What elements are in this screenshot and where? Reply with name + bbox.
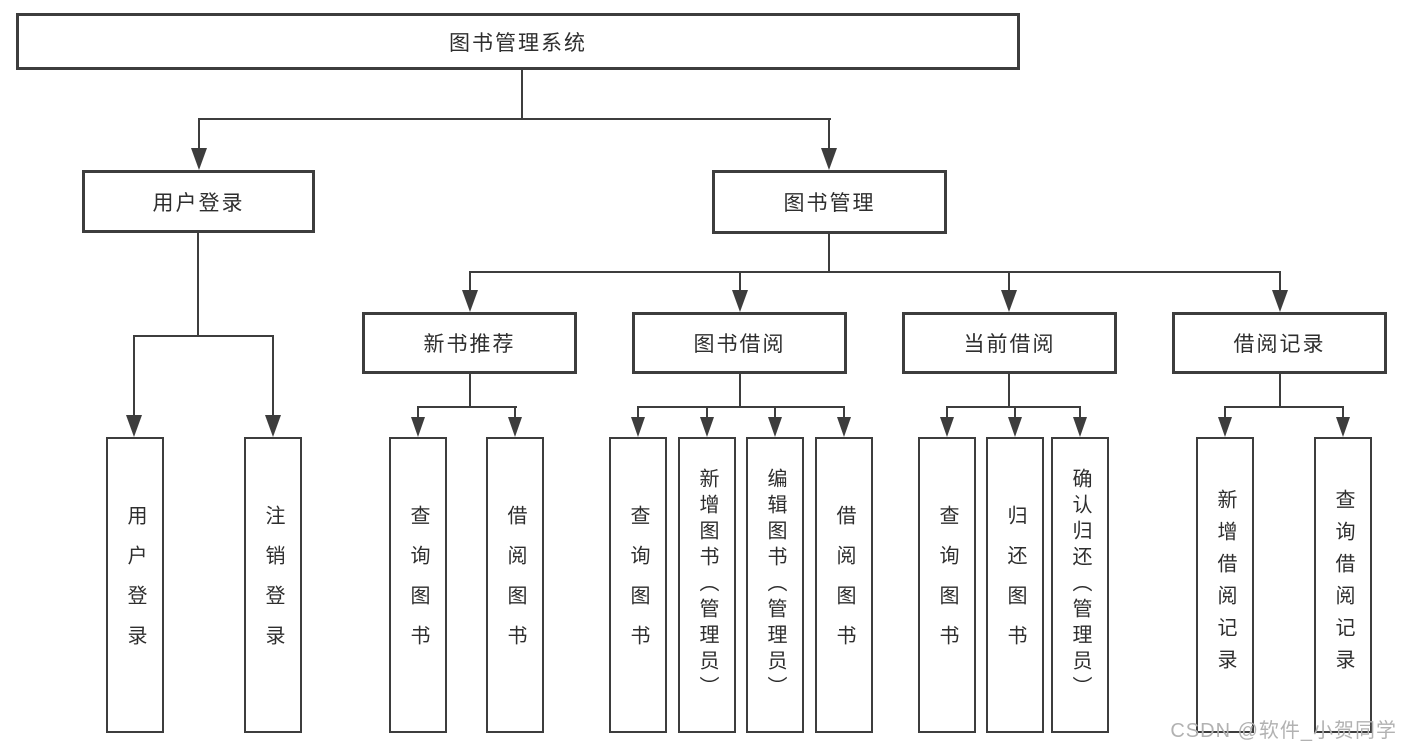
arrow-down-icon	[1008, 417, 1022, 437]
connector-line	[133, 335, 274, 337]
node-current-borrow-label: 当前借阅	[963, 333, 1056, 356]
connector-line	[198, 118, 831, 120]
arrow-down-icon	[732, 290, 748, 312]
connector-line	[828, 118, 830, 150]
connector-line	[417, 406, 419, 419]
connector-line	[1279, 271, 1281, 292]
connector-line	[1224, 406, 1226, 419]
node-borrow-records-label: 借阅记录	[1233, 333, 1326, 356]
leaf-add-books-admin: 新增图书（管理员）	[678, 437, 736, 733]
node-borrow-records: 借阅记录	[1172, 312, 1387, 374]
node-new-book-recommend-label: 新书推荐	[423, 333, 516, 356]
leaf-confirm-return-admin-label: 确认归还（管理员）	[1069, 468, 1091, 702]
arrow-down-icon	[1001, 290, 1017, 312]
node-book-borrow-label: 图书借阅	[693, 333, 786, 356]
leaf-add-borrow-record: 新增借阅记录	[1196, 437, 1254, 733]
leaf-user-login: 用户登录	[106, 437, 164, 733]
node-user-login-label: 用户登录	[152, 191, 245, 215]
connector-line	[521, 70, 523, 118]
arrow-down-icon	[700, 417, 714, 437]
node-new-book-recommend: 新书推荐	[362, 312, 577, 374]
leaf-query-books-recommend-label: 查询图书	[407, 505, 429, 665]
leaf-query-books-current: 查询图书	[918, 437, 976, 733]
arrow-down-icon	[411, 417, 425, 437]
leaf-query-borrow-record-label: 查询借阅记录	[1332, 489, 1354, 681]
arrow-down-icon	[1218, 417, 1232, 437]
leaf-borrow-books-recommend-label: 借阅图书	[504, 505, 526, 665]
arrow-down-icon	[1336, 417, 1350, 437]
arrow-down-icon	[837, 417, 851, 437]
arrow-down-icon	[940, 417, 954, 437]
connector-line	[706, 406, 708, 419]
node-book-management: 图书管理	[712, 170, 947, 234]
connector-line	[1224, 406, 1344, 408]
connector-line	[417, 406, 517, 408]
arrow-down-icon	[462, 290, 478, 312]
connector-line	[828, 234, 830, 271]
connector-line	[637, 406, 845, 408]
arrow-down-icon	[1073, 417, 1087, 437]
connector-line	[637, 406, 639, 419]
leaf-user-login-label: 用户登录	[124, 505, 146, 665]
connector-line	[1008, 374, 1010, 406]
connector-line	[133, 335, 135, 417]
connector-line	[1008, 271, 1010, 292]
connector-line	[946, 406, 948, 419]
connector-line	[514, 406, 516, 419]
arrow-down-icon	[126, 415, 142, 437]
leaf-query-books-current-label: 查询图书	[936, 505, 958, 665]
leaf-logout: 注销登录	[244, 437, 302, 733]
csdn-watermark: CSDN @软件_小贺同学	[1170, 720, 1397, 742]
leaf-query-books-borrow-label: 查询图书	[627, 505, 649, 665]
leaf-confirm-return-admin: 确认归还（管理员）	[1051, 437, 1109, 733]
leaf-return-books-label: 归还图书	[1004, 505, 1026, 665]
leaf-edit-books-admin-label: 编辑图书（管理员）	[764, 468, 786, 702]
connector-line	[1079, 406, 1081, 419]
arrow-down-icon	[821, 148, 837, 170]
node-book-management-label: 图书管理	[783, 192, 876, 215]
connector-line	[469, 271, 471, 292]
leaf-logout-label: 注销登录	[262, 505, 284, 665]
connector-line	[469, 271, 1281, 273]
leaf-borrow-books: 借阅图书	[815, 437, 873, 733]
node-user-login: 用户登录	[82, 170, 315, 233]
arrow-down-icon	[265, 415, 281, 437]
node-library-system-label: 图书管理系统	[449, 31, 587, 55]
leaf-return-books: 归还图书	[986, 437, 1044, 733]
connector-line	[843, 406, 845, 419]
arrow-down-icon	[508, 417, 522, 437]
connector-line	[1342, 406, 1344, 419]
connector-line	[774, 406, 776, 419]
leaf-edit-books-admin: 编辑图书（管理员）	[746, 437, 804, 733]
connector-line	[469, 374, 471, 406]
connector-line	[1014, 406, 1016, 419]
arrow-down-icon	[631, 417, 645, 437]
leaf-add-borrow-record-label: 新增借阅记录	[1214, 489, 1236, 681]
arrow-down-icon	[191, 148, 207, 170]
node-current-borrow: 当前借阅	[902, 312, 1117, 374]
connector-line	[739, 374, 741, 406]
connector-line	[946, 406, 1081, 408]
arrow-down-icon	[1272, 290, 1288, 312]
node-book-borrow: 图书借阅	[632, 312, 847, 374]
arrow-down-icon	[768, 417, 782, 437]
leaf-borrow-books-label: 借阅图书	[833, 505, 855, 665]
connector-line	[1279, 374, 1281, 406]
leaf-query-borrow-record: 查询借阅记录	[1314, 437, 1372, 733]
connector-line	[198, 118, 200, 150]
connector-line	[739, 271, 741, 292]
leaf-add-books-admin-label: 新增图书（管理员）	[696, 468, 718, 702]
connector-line	[197, 233, 199, 335]
leaf-query-books-borrow: 查询图书	[609, 437, 667, 733]
leaf-borrow-books-recommend: 借阅图书	[486, 437, 544, 733]
leaf-query-books-recommend: 查询图书	[389, 437, 447, 733]
node-library-system: 图书管理系统	[16, 13, 1020, 70]
connector-line	[272, 335, 274, 417]
